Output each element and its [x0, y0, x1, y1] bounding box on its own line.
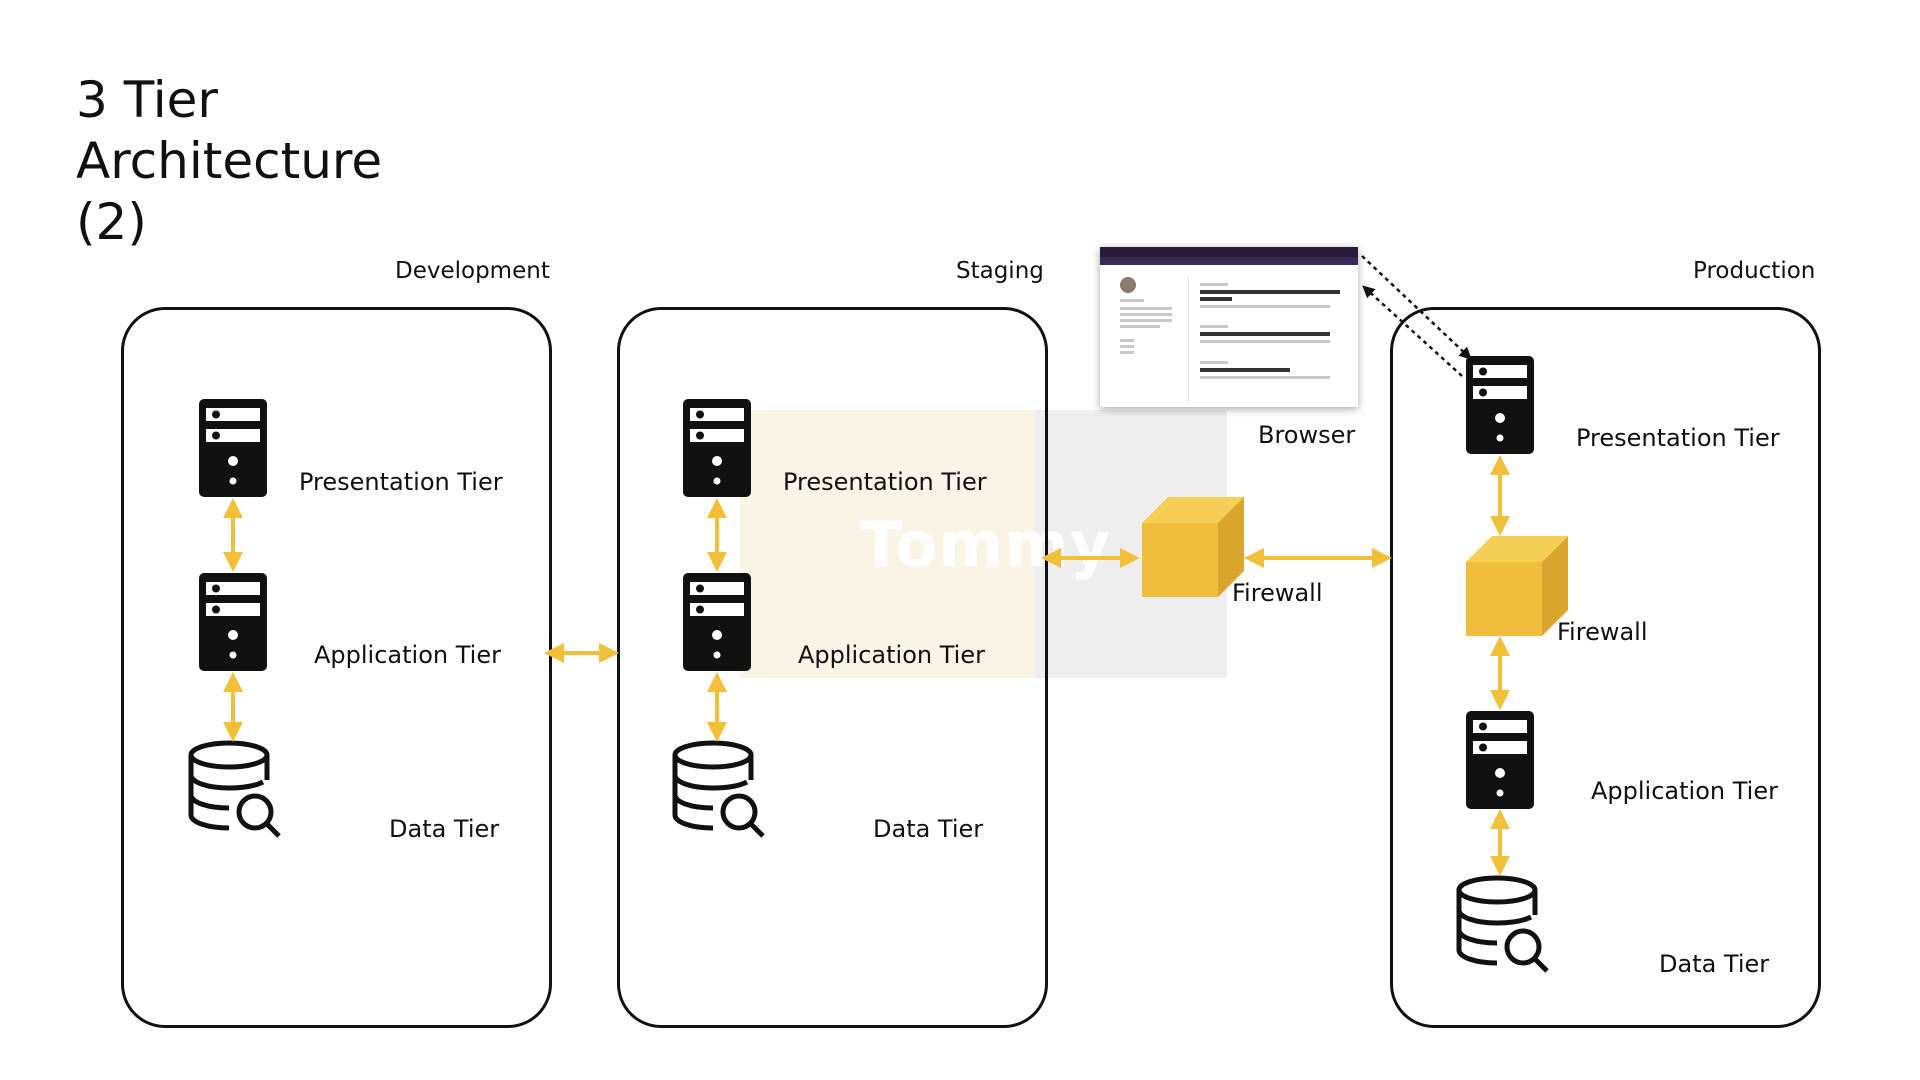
- database-search-icon: [671, 740, 767, 844]
- title-line-3: (2): [76, 193, 147, 251]
- prod-firewall-label: Firewall: [1557, 618, 1648, 646]
- dev-application-tier-label: Application Tier: [314, 641, 501, 669]
- cube-icon: [1464, 534, 1570, 642]
- prod-data-tier-label: Data Tier: [1659, 950, 1770, 978]
- section-label-production: Production: [1693, 258, 1816, 284]
- page-title: 3 Tier Architecture (2): [76, 70, 382, 253]
- server-icon: [1465, 710, 1535, 814]
- section-label-development: Development: [395, 258, 550, 284]
- title-line-1: 3 Tier: [76, 71, 218, 129]
- prod-presentation-tier-label: Presentation Tier: [1576, 424, 1780, 452]
- prod-application-tier-label: Application Tier: [1591, 777, 1778, 805]
- dev-presentation-tier-label: Presentation Tier: [299, 468, 503, 496]
- staging-box: [617, 307, 1048, 1028]
- browser-tab-bar: [1100, 247, 1358, 257]
- cube-icon: [1140, 495, 1246, 603]
- staging-application-tier-label: Application Tier: [798, 641, 985, 669]
- production-box: [1390, 307, 1821, 1028]
- section-label-staging: Staging: [956, 258, 1044, 284]
- browser-label: Browser: [1258, 421, 1356, 449]
- staging-data-tier-label: Data Tier: [873, 815, 984, 843]
- browser-screenshot: [1100, 247, 1358, 407]
- database-search-icon: [187, 740, 283, 844]
- avatar: [1120, 277, 1136, 293]
- watermark-text: Tommy: [860, 508, 1112, 581]
- dev-data-tier-label: Data Tier: [389, 815, 500, 843]
- server-icon: [682, 572, 752, 676]
- browser-page: [1100, 265, 1358, 402]
- staging-firewall-label: Firewall: [1232, 579, 1323, 607]
- staging-presentation-tier-label: Presentation Tier: [783, 468, 987, 496]
- server-icon: [1465, 355, 1535, 459]
- server-icon: [198, 572, 268, 676]
- browser-address-bar: [1100, 257, 1358, 265]
- database-search-icon: [1455, 875, 1551, 979]
- development-box: [121, 307, 552, 1028]
- server-icon: [198, 398, 268, 502]
- watermark-background: [740, 410, 1035, 678]
- title-line-2: Architecture: [76, 132, 383, 190]
- server-icon: [682, 398, 752, 502]
